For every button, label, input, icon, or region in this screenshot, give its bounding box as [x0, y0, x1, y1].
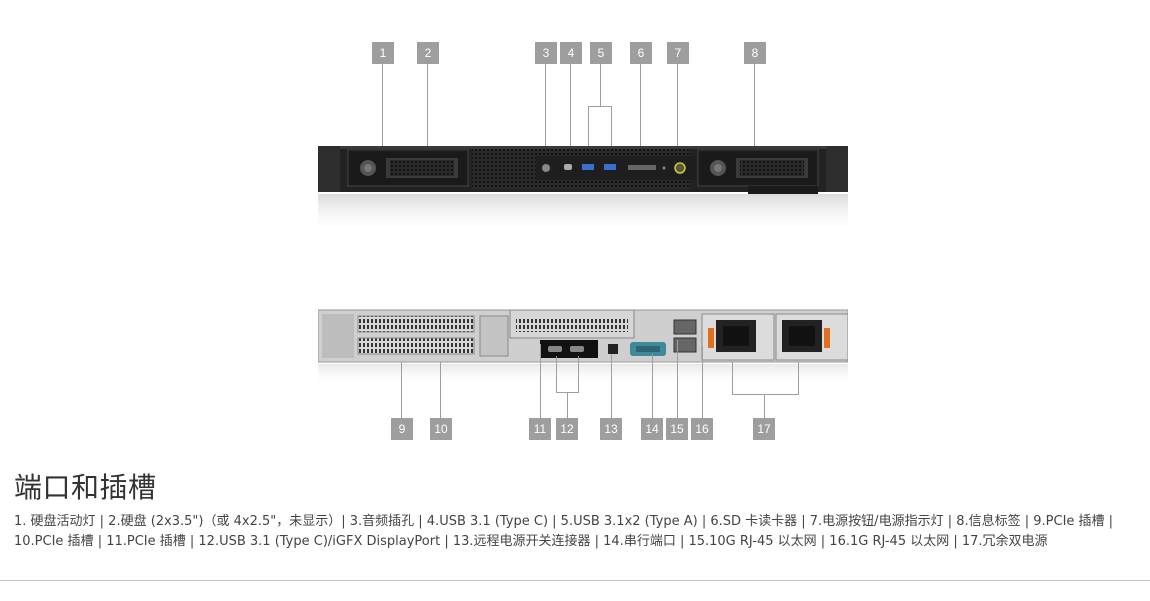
leader-3: [545, 64, 546, 164]
leader-17-bar: [732, 394, 799, 395]
server-diagram: 1 2 3 4 5 6 7 8: [318, 42, 848, 440]
callout-12: 12: [556, 418, 578, 440]
callout-5: 5: [590, 42, 612, 64]
callout-14: 14: [641, 418, 663, 440]
leader-12b: [578, 356, 579, 392]
callout-4: 4: [560, 42, 582, 64]
leader-5: [600, 64, 601, 106]
leader-12a: [556, 356, 557, 392]
leader-2: [427, 64, 428, 160]
leader-5a: [588, 106, 589, 164]
leader-17a: [732, 362, 733, 394]
leader-15: [677, 340, 678, 418]
callout-3: 3: [535, 42, 557, 64]
ports-description: 1. 硬盘活动灯 | 2.硬盘 (2x3.5")（或 4x2.5"，未显示）| …: [14, 514, 1114, 549]
leader-16: [702, 346, 703, 418]
divider: [0, 580, 1150, 581]
callout-13: 13: [600, 418, 622, 440]
server-rear-panel: [318, 309, 848, 386]
callout-7: 7: [667, 42, 689, 64]
callout-10: 10: [430, 418, 452, 440]
leader-5-bar: [588, 106, 612, 107]
callout-6: 6: [630, 42, 652, 64]
callout-2: 2: [417, 42, 439, 64]
leader-14: [652, 354, 653, 418]
callout-15: 15: [666, 418, 688, 440]
leader-5b: [611, 106, 612, 164]
callout-16: 16: [691, 418, 713, 440]
leader-8: [754, 64, 755, 186]
section-heading: 端口和插槽: [14, 471, 157, 504]
leader-6: [640, 64, 641, 164]
leader-9: [401, 362, 402, 418]
callout-9: 9: [391, 418, 413, 440]
leader-11: [540, 344, 541, 418]
leader-4: [570, 64, 571, 164]
leader-13: [611, 354, 612, 418]
callout-17: 17: [753, 418, 775, 440]
callout-11: 11: [529, 418, 551, 440]
leader-17: [764, 394, 765, 418]
callout-8: 8: [744, 42, 766, 64]
leader-1: [382, 64, 383, 152]
leader-7: [677, 64, 678, 164]
leader-10: [440, 362, 441, 418]
callout-1: 1: [372, 42, 394, 64]
leader-17b: [798, 362, 799, 394]
server-front-panel: [318, 146, 848, 234]
leader-12: [567, 392, 568, 418]
